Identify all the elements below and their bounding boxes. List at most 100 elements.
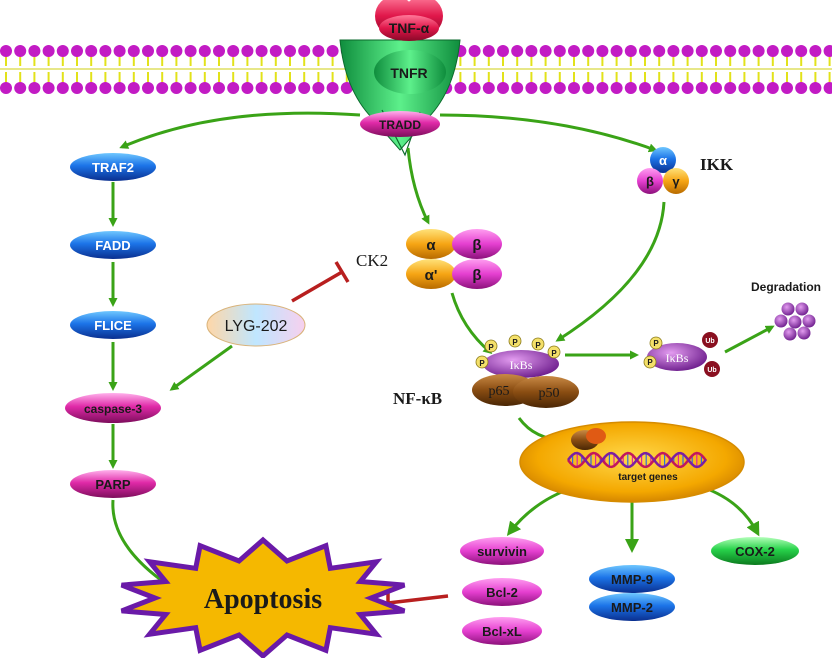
tnfr-label: TNFR bbox=[390, 65, 427, 81]
ub-phospho-label-bottom: P bbox=[647, 358, 653, 367]
inhibit-drug-ck2-bar bbox=[334, 261, 350, 283]
cox2-label: COX-2 bbox=[735, 544, 775, 559]
ikk-beta-label: β bbox=[646, 174, 654, 189]
apoptosis-chain: TRAF2 FADD FLICE caspase-3 PARP bbox=[65, 153, 161, 498]
nfkb-label: NF-κB bbox=[393, 389, 442, 408]
ub-ikbs-node bbox=[647, 343, 707, 371]
ub-phospho-top bbox=[649, 336, 663, 350]
lipid-head bbox=[766, 45, 779, 94]
nfkb-complex bbox=[472, 350, 579, 408]
lipid-head bbox=[681, 45, 694, 94]
lipid-head bbox=[468, 45, 481, 94]
ck2-complex: α β α' β bbox=[406, 229, 502, 289]
ck2-beta-top-label: β bbox=[472, 237, 481, 254]
inhibit-bcl-apoptosis bbox=[387, 594, 449, 605]
ikk-alpha bbox=[650, 147, 676, 173]
fadd-label: FADD bbox=[95, 238, 130, 253]
arrow-nucleus-cox2 bbox=[701, 485, 760, 537]
lipid-head bbox=[781, 45, 793, 94]
traf2-node bbox=[70, 153, 156, 181]
mmp2-node bbox=[589, 593, 675, 621]
lipid-head bbox=[809, 45, 822, 94]
lipid-head bbox=[497, 45, 509, 94]
ikk-complex: α β γ bbox=[637, 147, 689, 194]
arrow-drug-caspase3 bbox=[169, 344, 233, 391]
flice-node bbox=[70, 311, 156, 339]
svg-text:P: P bbox=[512, 338, 518, 347]
traf2-label: TRAF2 bbox=[92, 160, 134, 175]
arrow-parp-apoptosis bbox=[111, 499, 173, 588]
ikbs-label: IκBs bbox=[510, 358, 533, 372]
svg-text:P: P bbox=[551, 349, 557, 358]
arrow-tradd-ikk bbox=[439, 113, 658, 153]
p50-node bbox=[513, 376, 579, 408]
ck2-alpha-prime bbox=[406, 259, 456, 289]
lipid-head bbox=[56, 45, 69, 94]
arrow-ub-degradation bbox=[724, 325, 775, 354]
phospho-markers: P P P P P bbox=[475, 334, 561, 369]
mmp2-label: MMP-2 bbox=[611, 600, 653, 615]
lipid-head bbox=[198, 45, 211, 94]
ub-marker-bottom bbox=[704, 361, 720, 377]
lipid-head bbox=[724, 45, 737, 94]
parp-node bbox=[70, 470, 156, 498]
lipid-head bbox=[312, 45, 325, 94]
arrow-tradd-ck2 bbox=[406, 147, 430, 225]
tnf-alpha-label: TNF-α bbox=[389, 20, 430, 36]
phospho-marker: P bbox=[484, 339, 498, 353]
cox2-node bbox=[711, 537, 799, 565]
lipid-head bbox=[568, 45, 580, 94]
arrow-ikk-nfkb bbox=[555, 201, 666, 342]
lipid-head bbox=[482, 45, 495, 94]
lyg202-node bbox=[206, 303, 306, 347]
ub-phospho-label-top: P bbox=[653, 339, 659, 348]
p65-label: p65 bbox=[489, 384, 510, 399]
lipid-head bbox=[71, 45, 83, 94]
target-genes-label: target genes bbox=[618, 472, 678, 483]
lipid-head bbox=[284, 45, 296, 94]
svg-text:P: P bbox=[479, 359, 485, 368]
apoptosis-burst bbox=[120, 536, 406, 660]
ck2-beta-bottom-label: β bbox=[472, 267, 481, 284]
phospho-marker: P bbox=[475, 355, 489, 369]
survivin-node bbox=[460, 537, 544, 565]
ub-ikbs-label: IκBs bbox=[666, 351, 689, 365]
p50-label: p50 bbox=[539, 386, 560, 401]
activation-arrows bbox=[108, 111, 775, 588]
ikk-gamma bbox=[663, 168, 689, 194]
ck2-beta-bottom bbox=[452, 259, 502, 289]
parp-label: PARP bbox=[95, 477, 130, 492]
lipid-head bbox=[0, 45, 12, 94]
tnfr-receptor bbox=[339, 39, 461, 157]
lipid-head bbox=[298, 45, 311, 94]
ck2-alpha bbox=[406, 229, 456, 259]
degradation-label: Degradation bbox=[751, 280, 821, 294]
ck2-alpha-label: α bbox=[426, 237, 436, 254]
inhibit-drug-ck2 bbox=[291, 270, 343, 303]
lipid-head bbox=[553, 45, 566, 94]
lipid-head bbox=[241, 45, 254, 94]
ub-marker-top bbox=[702, 332, 718, 348]
mmp9-label: MMP-9 bbox=[611, 572, 653, 587]
lyg202-label: LYG-202 bbox=[225, 318, 288, 335]
ub-phospho-bottom bbox=[643, 355, 657, 369]
arrow-tradd-traf2 bbox=[119, 111, 361, 149]
bcl2-label: Bcl-2 bbox=[486, 585, 518, 600]
ikk-label: IKK bbox=[700, 155, 734, 174]
lipid-head bbox=[127, 45, 140, 94]
lipid-head bbox=[511, 45, 524, 94]
phospho-marker: P bbox=[531, 337, 545, 351]
ub-ikbs-complex bbox=[643, 332, 720, 377]
lipid-head bbox=[269, 45, 282, 94]
flice-label: FLICE bbox=[94, 318, 132, 333]
bcl2-node bbox=[462, 578, 542, 606]
lipid-head bbox=[667, 45, 680, 94]
mmp9-node bbox=[589, 565, 675, 593]
survivin-label: survivin bbox=[477, 544, 527, 559]
lipid-head bbox=[738, 45, 751, 94]
lipid-head bbox=[823, 45, 832, 94]
tradd-label: TRADD bbox=[379, 118, 421, 132]
ikbs-node bbox=[483, 350, 559, 378]
